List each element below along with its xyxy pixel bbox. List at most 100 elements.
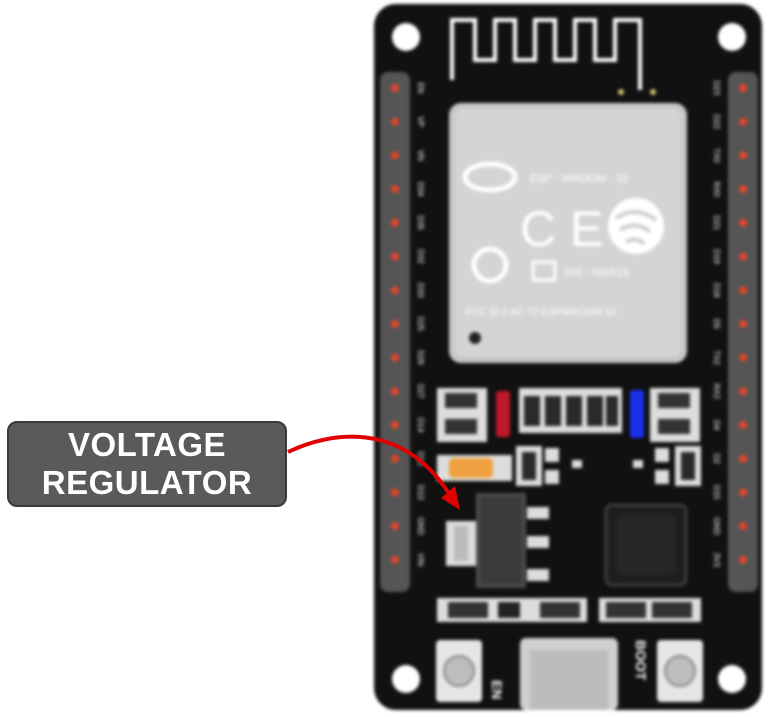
- left-pin-label: VP: [416, 116, 425, 127]
- right-pin-dot: [739, 151, 747, 159]
- smd-small-part: [572, 460, 582, 468]
- right-pin-dot: [739, 455, 747, 463]
- left-pin-label: D33: [416, 283, 425, 298]
- right-pin-dot: [739, 421, 747, 429]
- micro-usb-connector-inner: [530, 650, 608, 710]
- right-pin-dot: [739, 488, 747, 496]
- pin1-marker-dot: [469, 332, 481, 344]
- right-pin-dot: [739, 522, 747, 530]
- left-pin-label: D32: [416, 249, 425, 264]
- left-pin-dot: [391, 387, 399, 395]
- right-pin-label: D5: [712, 319, 721, 330]
- voltage-regulator-chip-top: [480, 497, 522, 584]
- boot-button-label: BOOT: [633, 640, 649, 681]
- smd-component: [540, 602, 580, 618]
- right-pin-dot: [739, 185, 747, 193]
- smd-component: [606, 602, 646, 618]
- blue-led: [630, 390, 644, 438]
- mounting-hole-bottom-right: [718, 665, 746, 693]
- regulator-side-pad-inner: [454, 526, 468, 561]
- right-pin-label: 3V3: [712, 553, 721, 568]
- esp32-devkit-board: ENVPVND34D35D32D33D25D26D27D14D12D13GNDV…: [374, 4, 762, 710]
- left-pin-dot: [391, 556, 399, 564]
- left-pin-dot: [391, 455, 399, 463]
- right-pin-label: TX0: [712, 148, 721, 163]
- smd-resistor: [566, 396, 582, 426]
- regulator-pin: [527, 536, 549, 548]
- right-pin-label: D18: [712, 283, 721, 298]
- voltage-regulator-callout: VOLTAGE REGULATOR: [7, 421, 287, 507]
- en-button-cap: [444, 656, 474, 686]
- left-pin-dot: [391, 253, 399, 261]
- left-pin-label: D25: [416, 317, 425, 332]
- left-pin-label: D35: [416, 215, 425, 230]
- mounting-hole-top-right: [718, 23, 746, 51]
- left-pin-dot: [391, 185, 399, 193]
- usb-uart-chip-die: [616, 515, 676, 575]
- left-pin-label: D14: [416, 418, 425, 433]
- smd-resistor: [587, 396, 603, 426]
- right-pin-dot: [739, 118, 747, 126]
- right-pin-label: RX2: [712, 384, 721, 400]
- left-pin-label: D13: [416, 485, 425, 500]
- right-pin-dot: [739, 219, 747, 227]
- left-pin-label: VIN: [416, 553, 425, 567]
- right-pin-label: D2: [712, 454, 721, 465]
- right-pin-label: D4: [712, 420, 721, 431]
- right-pin-dot: [739, 354, 747, 362]
- cert-number-text: 205 - 000519: [564, 267, 629, 279]
- right-pin-dot: [739, 84, 747, 92]
- left-pin-label: VN: [416, 150, 425, 161]
- left-pin-dots: [391, 84, 399, 564]
- right-pin-label: D21: [712, 215, 721, 230]
- boot-button-cap: [665, 656, 695, 686]
- left-pin-label: D27: [416, 384, 425, 399]
- left-pin-dot: [391, 488, 399, 496]
- left-pin-dot: [391, 354, 399, 362]
- left-pin-label: D26: [416, 350, 425, 365]
- right-pin-dot: [739, 320, 747, 328]
- smd-small-part: [545, 470, 559, 484]
- ce-mark-icon: C E: [520, 201, 603, 257]
- smd-small-part: [655, 470, 669, 484]
- smd-small-part: [545, 448, 559, 462]
- smd-small-part: [633, 460, 643, 468]
- right-pin-dot: [739, 253, 747, 261]
- module-name-text: ESP - WROOM - 32: [530, 173, 628, 185]
- right-pin-label: D23: [712, 81, 721, 96]
- mounting-hole-bottom-left: [392, 665, 420, 693]
- antenna-dot: [618, 89, 624, 95]
- left-pin-header: [380, 72, 410, 592]
- red-led: [496, 391, 510, 437]
- left-pin-dot: [391, 84, 399, 92]
- smd-resistor: [606, 396, 618, 426]
- left-pin-dot: [391, 320, 399, 328]
- right-pin-label: D19: [712, 249, 721, 264]
- callout-line-2: REGULATOR: [42, 464, 252, 502]
- right-pin-dots: [739, 84, 747, 564]
- smd-component: [658, 393, 690, 408]
- smd-component: [448, 602, 488, 618]
- right-pin-header: [728, 72, 758, 592]
- left-pin-dot: [391, 522, 399, 530]
- smd-resistor: [545, 396, 561, 426]
- regulator-pin: [527, 507, 549, 519]
- en-button-label: EN: [489, 680, 505, 699]
- right-pin-dot: [739, 387, 747, 395]
- right-pin-dot: [739, 286, 747, 294]
- smd-component: [658, 419, 690, 434]
- regulator-pin: [527, 569, 549, 581]
- left-pin-dot: [391, 421, 399, 429]
- right-pin-label: D15: [712, 485, 721, 500]
- antenna-dot: [650, 89, 656, 95]
- smd-diode: [681, 452, 695, 480]
- smd-component: [445, 419, 477, 434]
- orange-led: [449, 458, 493, 478]
- smd-diode: [522, 452, 536, 480]
- smd-small-part: [655, 448, 669, 462]
- mounting-hole-top-left: [392, 23, 420, 51]
- left-pin-label: GND: [416, 517, 425, 535]
- right-pin-labels: D23D22TX0RX0D21D19D18D5TX2RX2D4D2D15GND3…: [712, 81, 721, 568]
- fcc-id-text: FCC ID:2 AC 7Z-ESPWROOM 32: [466, 307, 616, 318]
- left-pin-dot: [391, 118, 399, 126]
